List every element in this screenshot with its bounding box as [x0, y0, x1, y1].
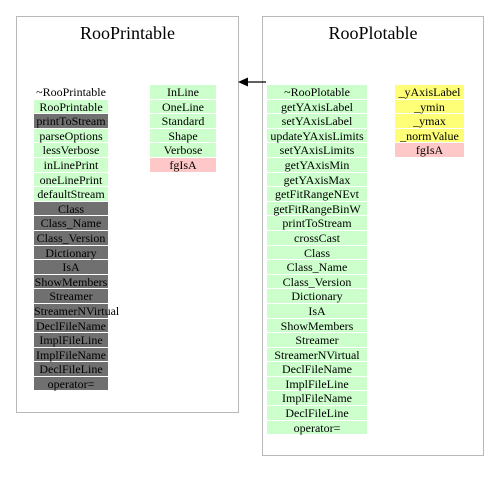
method-streamer: Streamer	[34, 289, 108, 304]
method-showmembers: ShowMembers	[34, 274, 108, 290]
attribute-fgisa: fgIsA	[150, 157, 216, 173]
method-printtostream: printToStream	[267, 216, 367, 231]
method-isa: IsA	[267, 303, 367, 319]
class-title-rooplotable: RooPlotable	[328, 23, 418, 43]
method-operator: operator=	[267, 420, 367, 436]
method-crosscast: crossCast	[267, 230, 367, 246]
method-dictionary: Dictionary	[34, 245, 108, 261]
method-implfilename: ImplFileName	[34, 347, 108, 363]
method-updateyaxislimits: updateYAxisLimits	[267, 128, 367, 144]
method-getyaxismax: getYAxisMax	[267, 172, 367, 188]
method-onelineprint: oneLinePrint	[34, 172, 108, 188]
inheritance-arrow	[238, 77, 266, 87]
method-setyaxislabel: setYAxisLabel	[267, 114, 367, 129]
method-rooprintable: RooPrintable	[34, 99, 108, 115]
method-printtostream: printToStream	[34, 114, 108, 129]
class-title-rooprintable: RooPrintable	[80, 23, 175, 43]
method-getyaxislabel: getYAxisLabel	[267, 99, 367, 115]
method-parseoptions: parseOptions	[34, 128, 108, 144]
method-streamer: Streamer	[267, 333, 367, 348]
attribute-normvalue: _normValue	[395, 128, 464, 144]
attribute-oneline: OneLine	[150, 99, 216, 115]
attribute-ymin: _ymin	[395, 99, 464, 115]
method-lessverbose: lessVerbose	[34, 143, 108, 158]
method-implfilename: ImplFileName	[267, 391, 367, 407]
method-defaultstream: defaultStream	[34, 187, 108, 202]
method-streamernvirtual: StreamerNVirtual	[34, 303, 120, 319]
method-class-version: Class_Version	[267, 274, 367, 290]
method-operator: operator=	[34, 376, 108, 392]
method-declfileline: DeclFileLine	[34, 362, 108, 377]
method-class: Class	[267, 245, 367, 261]
method-declfilename: DeclFileName	[34, 318, 108, 334]
method-implfileline: ImplFileLine	[267, 376, 367, 392]
method-showmembers: ShowMembers	[267, 318, 367, 334]
method-getyaxismin: getYAxisMin	[267, 157, 367, 173]
method-class: Class	[34, 201, 108, 217]
method-class-version: Class_Version	[34, 230, 108, 246]
attribute-yaxislabel: _yAxisLabel	[395, 85, 464, 100]
attribute-ymax: _ymax	[395, 114, 464, 129]
method-declfilename: DeclFileName	[267, 362, 367, 377]
method-declfileline: DeclFileLine	[267, 406, 367, 421]
method-rooplotable: ~RooPlotable	[267, 85, 367, 100]
method-streamernvirtual: StreamerNVirtual	[267, 347, 367, 363]
attribute-standard: Standard	[150, 114, 216, 129]
method-dictionary: Dictionary	[267, 289, 367, 304]
attribute-verbose: Verbose	[150, 143, 216, 158]
attribute-shape: Shape	[150, 128, 216, 144]
method-implfileline: ImplFileLine	[34, 333, 108, 348]
attribute-inline: InLine	[150, 85, 216, 100]
method-isa: IsA	[34, 260, 108, 275]
attribute-fgisa: fgIsA	[395, 143, 464, 158]
method-inlineprint: inLinePrint	[34, 157, 108, 173]
method-getfitrangenevt: getFitRangeNEvt	[267, 187, 367, 202]
method-getfitrangebinw: getFitRangeBinW	[267, 201, 367, 217]
method-rooprintable: ~RooPrintable	[34, 85, 108, 100]
method-setyaxislimits: setYAxisLimits	[267, 143, 367, 158]
method-class-name: Class_Name	[34, 216, 108, 231]
method-class-name: Class_Name	[267, 260, 367, 275]
